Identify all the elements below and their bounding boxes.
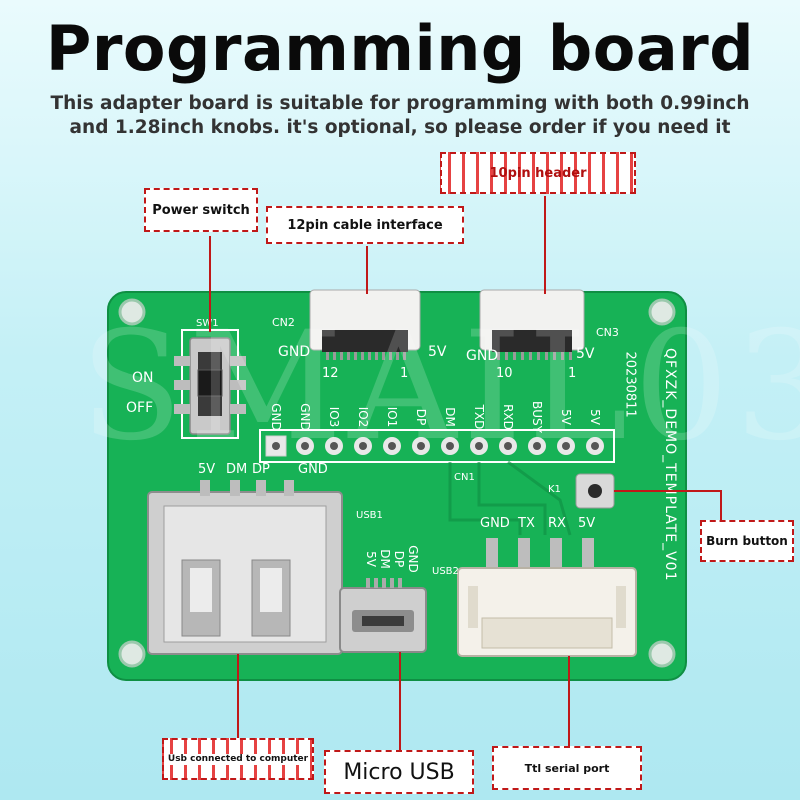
board-date-text: 20230811	[622, 351, 638, 418]
callout-micro-usb: Micro USB	[324, 750, 474, 794]
mount-hole	[648, 298, 676, 326]
switch-knob	[197, 369, 223, 397]
label-cn2: CN2	[272, 316, 295, 329]
label-off: OFF	[126, 400, 154, 416]
label-cn2-gnd: GND	[278, 344, 311, 360]
callout-burn-button-text: Burn button	[706, 534, 788, 548]
subtitle-line-1: This adapter board is suitable for progr…	[50, 93, 750, 114]
label-cn3: CN3	[596, 326, 619, 339]
subtitle-line-2: and 1.28inch knobs. it's optional, so pl…	[69, 117, 731, 138]
header-pin-label: 5V	[559, 409, 573, 425]
header-pin-label: RXD	[501, 404, 515, 430]
leader-power-switch	[209, 236, 211, 332]
callout-usb-computer-text: Usb connected to computer	[167, 753, 309, 765]
label-cn3-5v: 5V	[576, 346, 595, 362]
leader-usb	[237, 654, 239, 738]
usb2-pin-label: GND	[480, 516, 510, 531]
leader-burn-v	[720, 490, 722, 524]
label-on: ON	[132, 370, 154, 386]
label-cn2-1: 1	[400, 366, 409, 381]
label-usb1: USB1	[356, 510, 383, 521]
header-pin-label: IO2	[356, 406, 370, 428]
mount-hole	[648, 640, 676, 668]
header-outline	[259, 429, 615, 463]
callout-10pin-header: 10pin header	[440, 152, 636, 194]
leader-burn-h	[614, 490, 722, 492]
header-pin-label: DM	[443, 407, 457, 427]
mount-hole	[118, 298, 146, 326]
micro-pin-label: 5V	[364, 551, 378, 567]
burn-button-cap	[588, 484, 602, 498]
callout-10pin-header-text: 10pin header	[489, 165, 587, 181]
leader-12pin	[366, 246, 368, 294]
leader-micro	[399, 652, 401, 750]
usb2-pin-label: 5V	[578, 516, 596, 531]
callout-ttl-serial-text: Ttl serial port	[524, 761, 610, 775]
header-pin-label: 5V	[588, 409, 602, 425]
usb1-pin-label: DP	[252, 462, 270, 477]
label-k1: K1	[548, 484, 561, 495]
label-cn1: CN1	[454, 472, 475, 483]
usb1-pin-label: 5V	[198, 462, 216, 477]
callout-burn-button: Burn button	[700, 520, 794, 562]
callout-12pin-cable-text: 12pin cable interface	[287, 217, 443, 233]
usb1-pin-label: DM	[226, 462, 248, 477]
label-cn3-10: 10	[496, 366, 513, 381]
callout-12pin-cable: 12pin cable interface	[266, 206, 464, 244]
label-cn2-5v: 5V	[428, 344, 447, 360]
header-pin-label: BUSY	[530, 401, 544, 433]
page-title: Programming board	[45, 12, 755, 85]
label-cn3-gnd: GND	[466, 348, 499, 364]
board-model-text: QFXZK_DEMO_TEMPLATE_V01	[662, 348, 678, 582]
micro-pin-label: GND	[406, 545, 420, 573]
leader-10pin	[544, 196, 546, 294]
header-pads	[265, 435, 604, 457]
label-cn3-1: 1	[568, 366, 577, 381]
header-pin-label: IO1	[385, 406, 399, 428]
usb2-pin-label: RX	[548, 516, 566, 531]
usb1-pin-label: GND	[298, 462, 328, 477]
callout-ttl-serial: Ttl serial port	[492, 746, 642, 790]
micro-pin-label: DM	[378, 549, 392, 569]
leader-ttl	[568, 656, 570, 746]
usb2-pin-label: TX	[518, 516, 535, 531]
header-pin-label: TXD	[472, 404, 486, 430]
header-pin-label: DP	[414, 408, 428, 426]
callout-micro-usb-text: Micro USB	[343, 759, 455, 785]
callout-power-switch-text: Power switch	[152, 202, 250, 218]
callout-power-switch: Power switch	[144, 188, 258, 232]
header-pin-label: IO3	[327, 406, 341, 428]
label-cn2-12: 12	[322, 366, 339, 381]
mount-hole	[118, 640, 146, 668]
label-usb2: USB2	[432, 566, 459, 577]
subtitle: This adapter board is suitable for progr…	[10, 92, 790, 140]
micro-pin-label: DP	[392, 550, 406, 568]
label-sw1: SW1	[196, 318, 219, 329]
callout-usb-computer: Usb connected to computer	[162, 738, 314, 780]
header-pin-label: GND	[298, 403, 312, 431]
header-pin-label: GND	[269, 403, 283, 431]
